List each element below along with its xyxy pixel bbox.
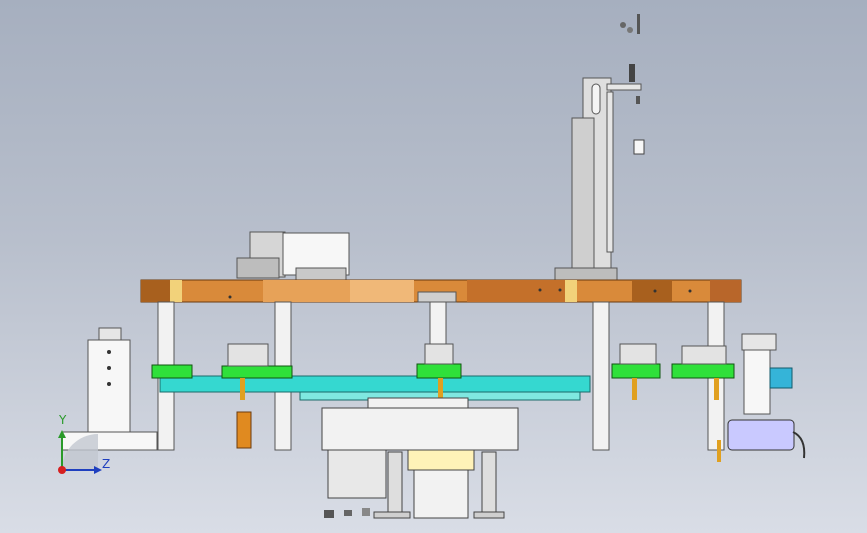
left-bracket xyxy=(61,327,158,451)
center-pillar xyxy=(417,291,457,345)
base-motor-assembly xyxy=(321,397,519,519)
brass-pins xyxy=(236,378,719,449)
right-actuator xyxy=(717,333,806,462)
small-screw-part xyxy=(620,14,640,34)
coordinate-triad xyxy=(58,430,102,474)
axis-y-label: Y xyxy=(59,413,67,427)
top-plate xyxy=(140,279,742,303)
top-block-assembly xyxy=(236,231,350,281)
axis-z-label: Z xyxy=(102,457,111,471)
turntable xyxy=(159,375,591,401)
vertical-column xyxy=(554,64,645,281)
green-fixtures xyxy=(151,343,735,379)
